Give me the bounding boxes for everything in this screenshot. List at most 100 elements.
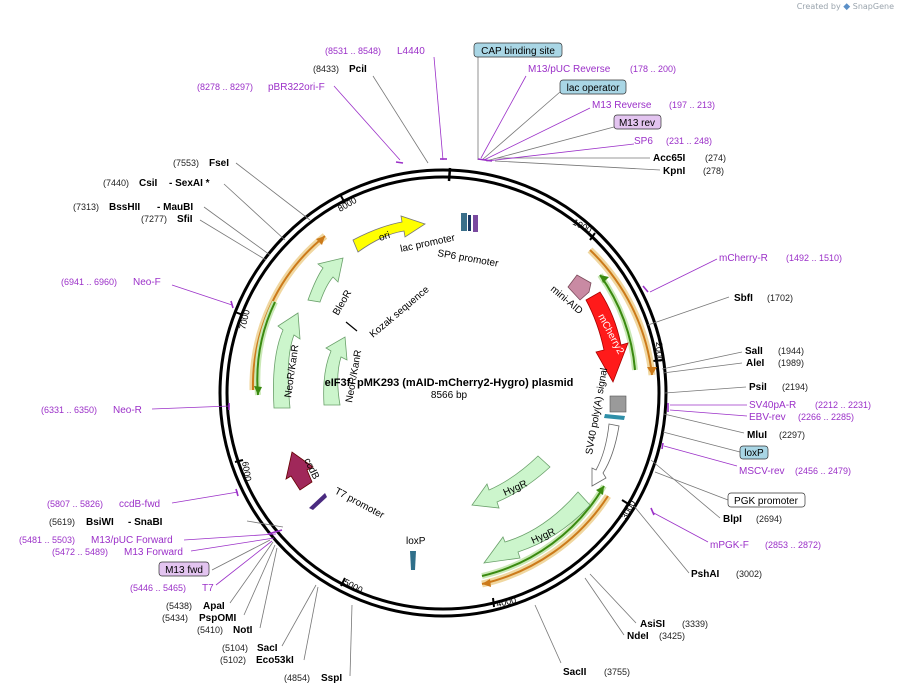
leader-alei <box>662 362 743 374</box>
neor-kanr-inner-arrow <box>323 336 348 406</box>
arc-orange-bottom-head <box>482 579 491 587</box>
sacii-pos: (3755) <box>604 667 630 677</box>
hygr-inner-arrow <box>471 455 551 509</box>
m13-puc-reverse-label: M13/pUC Reverse <box>528 64 611 75</box>
neo-r-pos: (6331 .. 6350) <box>41 405 97 415</box>
leader-ccdb-fwd <box>171 491 239 504</box>
eco53ki-pos: (5102) <box>220 655 246 665</box>
feature-arrows <box>273 215 629 564</box>
blpi-label: BlpI <box>723 514 742 525</box>
t7-label: T7 <box>202 583 214 594</box>
ndei-pos: (3425) <box>659 631 685 641</box>
tick-label-4000: 4000 <box>495 595 517 609</box>
leader-asisi <box>589 573 637 624</box>
plasmid-name: eIF3f- pMK293 (mAID-mCherry2-Hygro) plas… <box>325 377 574 389</box>
tick-label-3000: 3000 <box>619 499 638 521</box>
m13-rev-label: M13 rev <box>619 118 655 129</box>
leader-pcii <box>372 75 429 164</box>
backbone-markers <box>309 213 627 570</box>
sbfi-pos: (1702) <box>767 293 793 303</box>
acc65i-label: Acc65I <box>653 153 685 164</box>
sfii-label: SfiI <box>177 214 193 225</box>
kpni-label: KpnI <box>663 166 685 177</box>
apai-label: ApaI <box>203 601 225 612</box>
ruler-ticks <box>234 195 663 608</box>
m13-forward-pos: (5472 .. 5489) <box>52 547 108 557</box>
saci-pos: (5104) <box>222 643 248 653</box>
ebv-rev-label: EBV-rev <box>749 412 786 423</box>
bsiwi-pos: (5619) <box>49 517 75 527</box>
leader-csii <box>223 183 286 241</box>
leader-psii <box>664 386 747 394</box>
m13-rev-box <box>613 114 662 130</box>
leader-eco53ki <box>303 586 319 661</box>
leader-sali <box>661 351 743 370</box>
primer-tick-neo-f <box>230 300 234 309</box>
noti-pos: (5410) <box>197 625 223 635</box>
arc-green-left <box>256 301 276 396</box>
leader-kpni <box>494 160 661 171</box>
pcii-pos: (8433) <box>313 64 339 74</box>
leader-saci <box>281 584 317 647</box>
ori-arrow <box>352 215 426 253</box>
primer-tick-mscv <box>661 442 664 450</box>
leader-neo-f <box>171 284 233 306</box>
arc-orange-bottom <box>481 495 609 585</box>
mcherry-r-label: mCherry-R <box>719 253 768 264</box>
neo-r-label: Neo-R <box>113 405 142 416</box>
m13-puc-reverse-pos: (178 .. 200) <box>630 64 676 74</box>
pshai-pos: (3002) <box>736 569 762 579</box>
arc-green-bottom-head <box>596 486 604 495</box>
t7-pos: (5446 .. 5465) <box>130 583 186 593</box>
leader-ndei <box>584 577 625 636</box>
tick-label-6000: 6000 <box>240 461 253 482</box>
credit-prefix: Created by <box>796 2 841 11</box>
loxp-marker-bottom <box>410 551 416 570</box>
leader-pbr322ori <box>333 85 401 161</box>
leader-mcherry-r <box>649 258 718 293</box>
leader-pshai <box>633 505 690 574</box>
pshai-label: PshAI <box>691 569 720 580</box>
enzyme-leader-lines <box>199 75 747 677</box>
fsei-pos: (7553) <box>173 158 199 168</box>
blpi-pos: (2694) <box>756 514 782 524</box>
pcii-label: PciI <box>349 64 367 75</box>
asisi-pos: (3339) <box>682 619 708 629</box>
leader-apai <box>229 541 274 604</box>
feature-arcs <box>249 233 657 588</box>
sbfi-label: SbfI <box>734 293 753 304</box>
leader-sp6 <box>486 143 635 162</box>
sspi-label: SspI <box>321 673 342 684</box>
leader-neo-r <box>151 405 231 410</box>
right-labels: mCherry-R (1492 .. 1510) SbfI (1702) Sal… <box>563 253 871 678</box>
kozak-marker <box>345 321 358 332</box>
csii-label: CsiI <box>139 178 158 189</box>
primer-tick-pbr322 <box>395 161 404 164</box>
leader-m13-rev-box <box>485 126 615 162</box>
sspi-pos: (4854) <box>284 673 310 683</box>
cap-binding-site-label: CAP binding site <box>481 46 555 57</box>
sacii-label: SacII <box>563 667 587 678</box>
mpgk-f-label: mPGK-F <box>710 540 749 551</box>
neo-f-label: Neo-F <box>133 277 161 288</box>
leader-ebv-rev <box>669 409 748 417</box>
leader-mscv-rev <box>663 445 738 467</box>
pbr322ori-f-pos: (8278 .. 8297) <box>197 82 253 92</box>
leader-m13-puc-rev <box>480 75 527 159</box>
ori-label: ori <box>378 230 392 244</box>
neor-kanr-outer-arrow <box>273 312 301 409</box>
tick-8000 <box>340 195 346 204</box>
hygr-outer-arrow <box>483 491 591 564</box>
sp6-promoter-label: SP6 promoter <box>436 248 499 270</box>
alei-label: AleI <box>746 358 765 369</box>
m13-puc-forward-label: M13/pUC Forward <box>91 535 173 546</box>
leader-lac-operator <box>481 91 561 161</box>
tick-7000 <box>234 311 244 316</box>
cap-binding-site-box <box>473 42 563 58</box>
m13-reverse-label: M13 Reverse <box>592 100 652 111</box>
tick-2000 <box>652 359 663 362</box>
ndei-label: NdeI <box>627 631 649 642</box>
mcherry2-arrow <box>585 291 629 383</box>
mlui-pos: (2297) <box>779 430 805 440</box>
